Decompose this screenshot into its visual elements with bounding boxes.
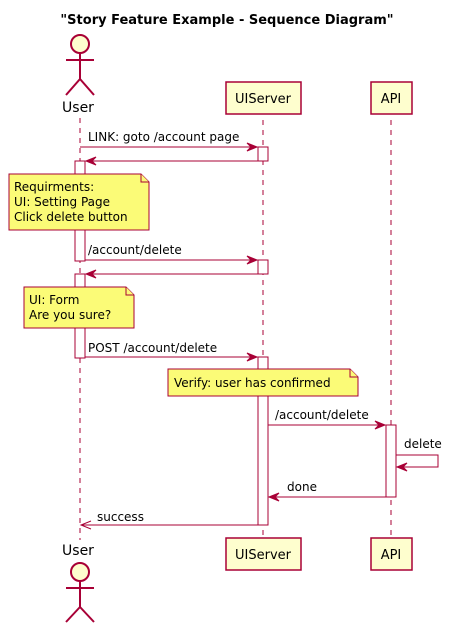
- activation-api-1: [385, 424, 397, 498]
- svg-text:success: success: [97, 510, 144, 524]
- message-link-goto-account: LINK: goto /account page: [80, 130, 259, 152]
- uiserver-label-top: UIServer: [235, 92, 292, 107]
- message-post-account-delete: POST /account/delete: [85, 341, 259, 362]
- svg-text:done: done: [287, 480, 317, 494]
- svg-text:POST /account/delete: POST /account/delete: [88, 341, 217, 355]
- diagram-title: "Story Feature Example - Sequence Diagra…: [60, 13, 393, 28]
- svg-text:UI: Setting Page: UI: Setting Page: [14, 195, 110, 209]
- note-verify-confirmed: Verify: user has confirmed: [167, 368, 359, 397]
- user-label-top: User: [62, 100, 94, 116]
- message-success: success: [79, 510, 258, 530]
- svg-text:LINK: goto /account page: LINK: goto /account page: [88, 130, 239, 144]
- svg-text:delete: delete: [404, 437, 442, 451]
- api-label-bottom: API: [381, 548, 402, 563]
- note-requirements: Requirments: UI: Setting Page Click dele…: [8, 173, 150, 231]
- api-label-top: API: [381, 92, 402, 107]
- participant-api-bottom: [370, 537, 413, 571]
- user-label-bottom: User: [62, 543, 94, 559]
- svg-text:/account/delete: /account/delete: [88, 243, 182, 257]
- participant-uiserver-bottom: [225, 537, 302, 571]
- svg-text:/account/delete: /account/delete: [275, 408, 369, 422]
- activation-uiserver-3: [257, 356, 269, 526]
- message-account-delete-api: /account/delete: [268, 408, 387, 430]
- participant-uiserver-top: [225, 81, 302, 115]
- message-account-delete-1: /account/delete: [85, 243, 259, 265]
- message-self-delete: delete: [395, 437, 442, 472]
- svg-text:Requirments:: Requirments:: [14, 180, 94, 194]
- message-return-1: [84, 156, 258, 166]
- svg-text:UI: Form: UI: Form: [29, 293, 79, 307]
- user-actor-icon: [65, 34, 95, 96]
- user-actor-icon-bottom: [65, 562, 95, 623]
- participant-api-top: [370, 81, 413, 115]
- uiserver-label-bottom: UIServer: [235, 548, 292, 563]
- message-done: done: [267, 480, 386, 502]
- svg-text:Verify: user has confirmed: Verify: user has confirmed: [174, 376, 331, 390]
- svg-text:Click delete button: Click delete button: [14, 210, 128, 224]
- activation-uiserver-2: [257, 259, 269, 275]
- svg-text:Are you sure?: Are you sure?: [29, 308, 111, 322]
- message-return-2: [84, 269, 258, 279]
- note-form-confirm: UI: Form Are you sure?: [23, 286, 135, 329]
- activation-uiserver-1: [257, 146, 269, 162]
